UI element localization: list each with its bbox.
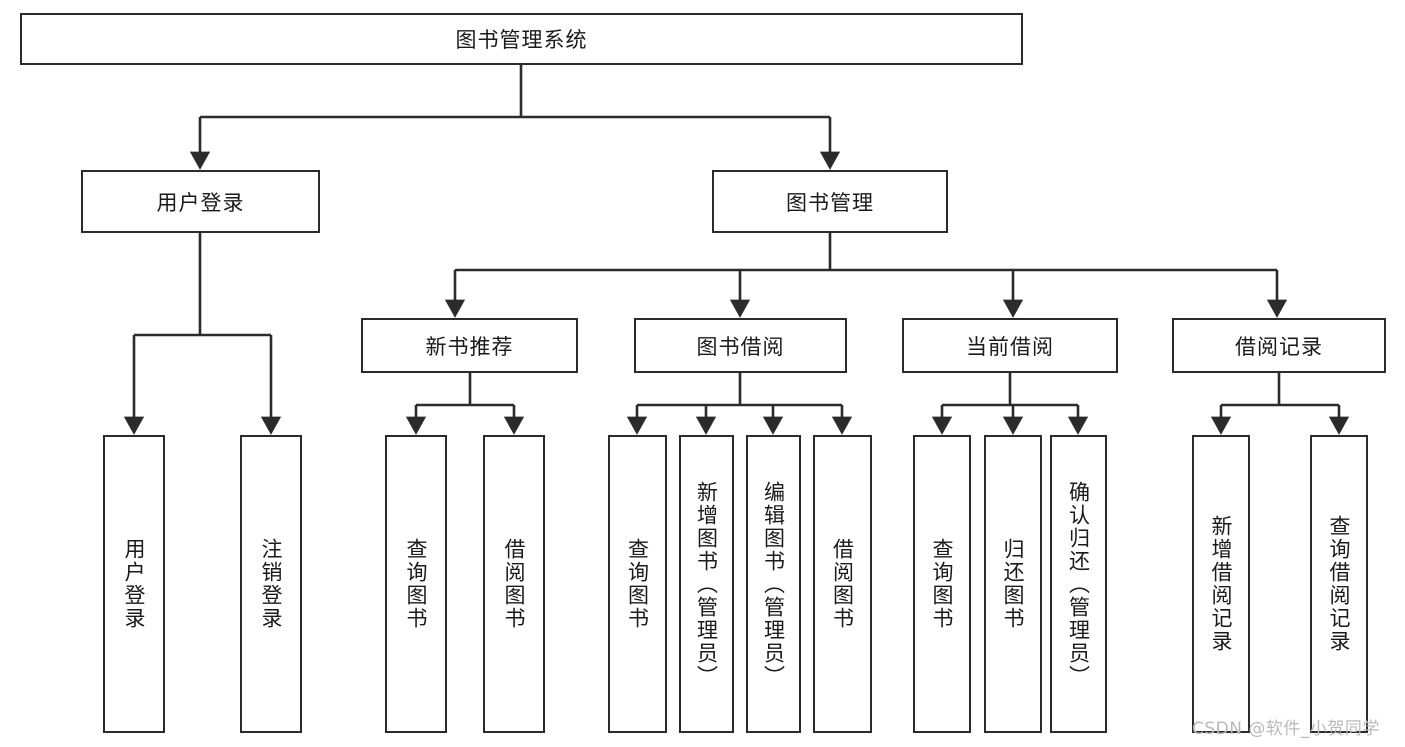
leaf-edit-book-admin[interactable]: 编辑图书（管理员） xyxy=(746,435,801,733)
node-label: 查询借阅记录 xyxy=(1327,515,1352,653)
node-label: 查询图书 xyxy=(625,538,650,630)
node-label: 借阅图书 xyxy=(830,538,855,630)
node-current-borrow[interactable]: 当前借阅 xyxy=(902,318,1118,373)
node-label: 编辑图书（管理员） xyxy=(761,480,786,688)
leaf-add-borrow-record[interactable]: 新增借阅记录 xyxy=(1192,435,1250,733)
node-label: 图书管理 xyxy=(786,190,874,215)
leaf-borrow-book-recommend[interactable]: 借阅图书 xyxy=(483,435,545,733)
leaf-query-book-borrow[interactable]: 查询图书 xyxy=(608,435,667,733)
node-label: 用户登录 xyxy=(156,190,245,215)
leaf-user-logout[interactable]: 注销登录 xyxy=(240,435,302,733)
node-book-borrow[interactable]: 图书借阅 xyxy=(634,318,847,373)
node-label: 图书借阅 xyxy=(696,334,785,359)
node-label: 新增借阅记录 xyxy=(1209,515,1234,653)
leaf-user-login[interactable]: 用户登录 xyxy=(103,435,165,733)
node-label: 注销登录 xyxy=(259,538,284,630)
leaf-query-book-recommend[interactable]: 查询图书 xyxy=(385,435,447,733)
leaf-add-book-admin[interactable]: 新增图书（管理员） xyxy=(679,435,734,733)
node-label: 新增图书（管理员） xyxy=(694,480,719,688)
node-label: 用户登录 xyxy=(122,538,147,630)
leaf-return-book[interactable]: 归还图书 xyxy=(984,435,1042,733)
leaf-query-borrow-record[interactable]: 查询借阅记录 xyxy=(1310,435,1368,733)
node-new-book-recommend[interactable]: 新书推荐 xyxy=(361,318,578,373)
leaf-borrow-book[interactable]: 借阅图书 xyxy=(813,435,872,733)
node-label: 借阅图书 xyxy=(502,538,527,630)
node-user-login[interactable]: 用户登录 xyxy=(81,170,320,233)
node-label: 确认归还（管理员） xyxy=(1066,480,1091,688)
node-root[interactable]: 图书管理系统 xyxy=(20,13,1023,65)
node-label: 图书管理系统 xyxy=(455,28,588,52)
csdn-watermark: CSDN @软件_小贺同学 xyxy=(1192,719,1380,739)
node-label: 查询图书 xyxy=(404,538,429,630)
node-label: 查询图书 xyxy=(930,538,955,630)
node-borrow-record[interactable]: 借阅记录 xyxy=(1172,318,1386,373)
node-label: 当前借阅 xyxy=(966,334,1054,359)
node-label: 借阅记录 xyxy=(1235,334,1323,359)
node-label: 归还图书 xyxy=(1001,538,1026,630)
node-label: 新书推荐 xyxy=(425,334,514,359)
leaf-query-book-current[interactable]: 查询图书 xyxy=(913,435,971,733)
node-book-management[interactable]: 图书管理 xyxy=(712,170,948,233)
leaf-confirm-return-admin[interactable]: 确认归还（管理员） xyxy=(1050,435,1107,733)
